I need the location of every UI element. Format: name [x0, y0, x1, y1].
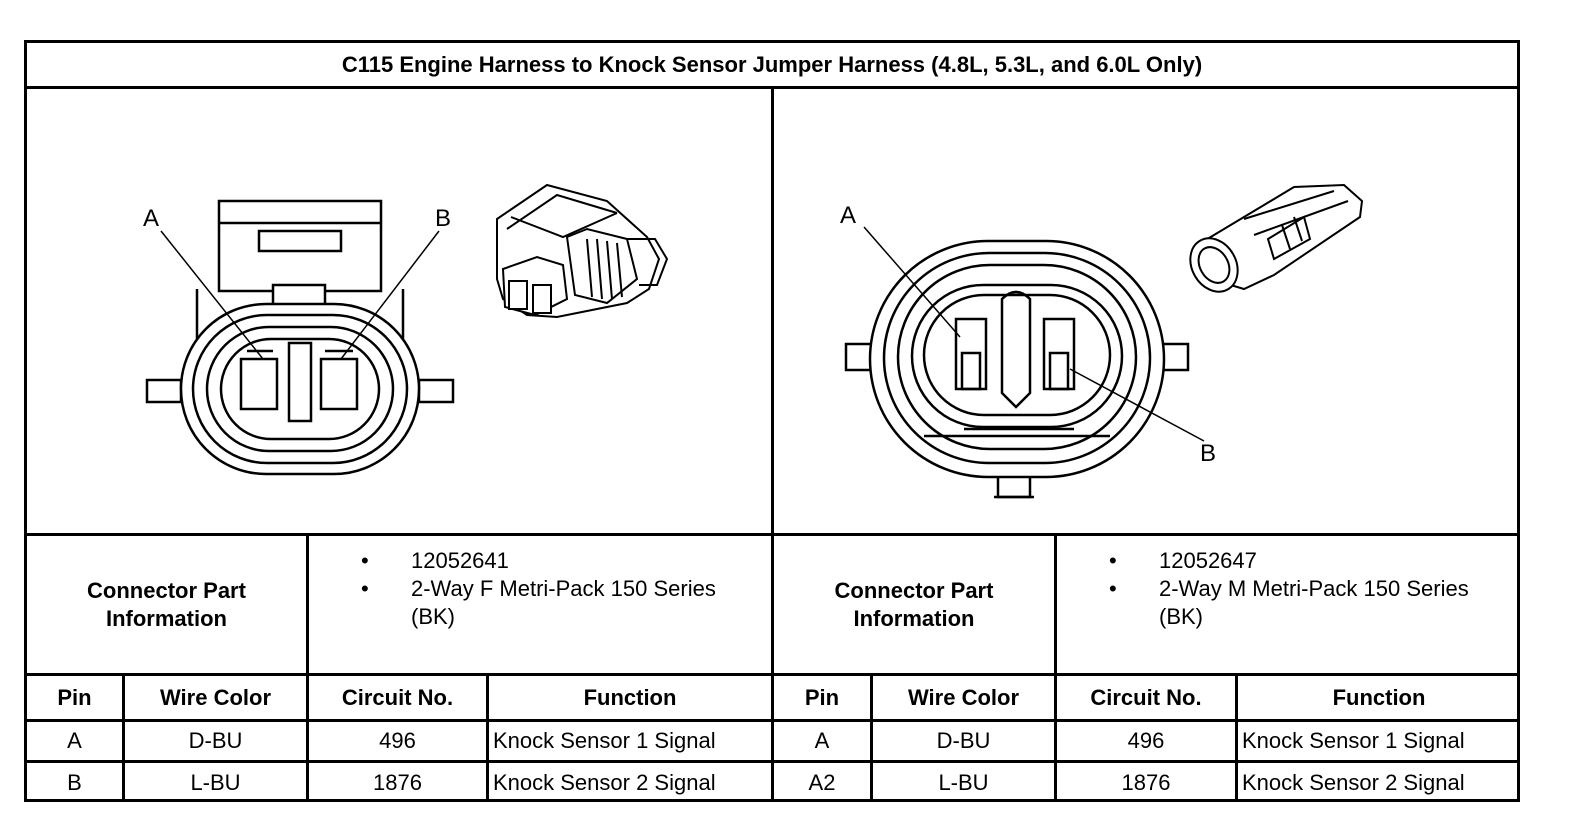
connector-table: C115 Engine Harness to Knock Sensor Jump…: [24, 40, 1520, 802]
right-part-info-list: 12052647 2-Way M Metri-Pack 150 Series (…: [1109, 547, 1509, 631]
divider: [306, 533, 309, 673]
header-wire-color: Wire Color: [907, 684, 1020, 710]
table-cell-function: Knock Sensor 2 Signal: [493, 769, 716, 795]
female-connector-drawing: A B: [143, 183, 669, 476]
header-function: Function: [1332, 684, 1426, 710]
divider: [1054, 533, 1057, 673]
label-line: Information: [853, 605, 975, 631]
divider: [306, 673, 309, 802]
divider: [771, 86, 774, 802]
divider: [122, 673, 125, 802]
part-number: 12052647: [1109, 547, 1509, 575]
table-cell-wire-color: L-BU: [938, 769, 989, 795]
table-cell-function: Knock Sensor 1 Signal: [1242, 728, 1465, 753]
divider: [1054, 673, 1057, 802]
table-cell-pin: A: [814, 728, 830, 753]
right-connector-diagram: A B: [774, 89, 1520, 533]
part-description: 2-Way M Metri-Pack 150 Series (BK): [1109, 575, 1509, 631]
pin-label-a: A: [143, 205, 159, 232]
left-part-info-list: 12052641 2-Way F Metri-Pack 150 Series (…: [361, 547, 761, 631]
divider: [27, 760, 1517, 763]
part-number: 12052641: [361, 547, 761, 575]
divider: [1235, 673, 1238, 802]
table-cell-function: Knock Sensor 1 Signal: [493, 728, 716, 753]
table-cell-circuit: 1876: [373, 769, 422, 795]
left-connector-diagram: A B: [27, 89, 771, 533]
table-cell-circuit: 496: [379, 728, 416, 753]
table-cell-circuit: 496: [1127, 728, 1165, 753]
header-circuit: Circuit No.: [341, 684, 454, 710]
header-circuit: Circuit No.: [1090, 684, 1202, 710]
header-wire-color: Wire Color: [159, 684, 272, 710]
part-description: 2-Way F Metri-Pack 150 Series (BK): [361, 575, 761, 631]
pin-label-a: A: [840, 202, 856, 229]
table-cell-function: Knock Sensor 2 Signal: [1242, 769, 1465, 795]
label-line: Connector Part: [834, 577, 994, 603]
table-cell-pin: A2: [808, 769, 836, 795]
header-pin: Pin: [57, 684, 92, 710]
table-cell-wire-color: D-BU: [188, 728, 243, 753]
header-function: Function: [583, 684, 677, 710]
pin-label-b: B: [435, 205, 451, 232]
pin-label-b: B: [1200, 440, 1216, 467]
header-pin: Pin: [804, 684, 840, 710]
divider: [486, 673, 489, 802]
divider: [27, 719, 1517, 722]
divider: [27, 673, 1517, 676]
divider: [870, 673, 873, 802]
page-title: C115 Engine Harness to Knock Sensor Jump…: [341, 51, 1203, 77]
table-cell-wire-color: D-BU: [936, 728, 991, 753]
table-cell-pin: A: [67, 728, 82, 753]
table-cell-circuit: 1876: [1121, 769, 1171, 795]
table-cell-pin: B: [67, 769, 82, 795]
label-line: Connector Part: [87, 577, 246, 603]
label-line: Information: [105, 605, 227, 631]
divider: [27, 533, 1517, 536]
table-cell-wire-color: L-BU: [190, 769, 241, 795]
male-connector-drawing: A B: [840, 183, 1364, 499]
